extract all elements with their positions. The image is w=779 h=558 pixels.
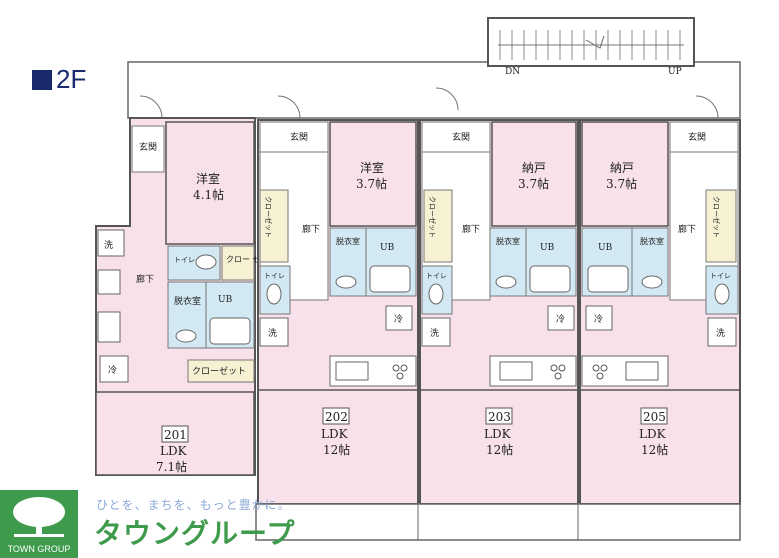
unit-203 — [419, 119, 579, 505]
r202-fridge: 冷 — [394, 313, 403, 325]
r203-size: 12帖 — [486, 442, 513, 457]
stairs-up-label: UP — [668, 67, 682, 77]
r203-toilet: トイレ — [426, 272, 447, 280]
r203-laundry: 洗 — [430, 327, 439, 339]
r201-unit: 201 — [164, 428, 187, 442]
r201-corridor: 廊下 — [136, 273, 154, 285]
r201-bath: UB — [218, 295, 233, 305]
floor-label: 2F — [56, 64, 87, 94]
staircase — [487, 17, 695, 67]
r201-western: 洋室 — [196, 171, 220, 186]
r205-storage: 納戸 — [610, 161, 634, 175]
r203-type: LDK — [484, 427, 512, 441]
r205-toilet: トイレ — [710, 272, 731, 280]
r205-fridge: 冷 — [594, 313, 603, 325]
tree-icon — [13, 497, 65, 537]
r205-bath: UB — [598, 243, 613, 253]
r203-entrance: 玄関 — [452, 131, 470, 143]
unit-202 — [257, 119, 419, 505]
r205-entrance: 玄関 — [688, 131, 706, 143]
r205-corridor: 廊下 — [678, 223, 696, 235]
r202-western-size: 3.7帖 — [356, 176, 387, 191]
floor-marker-icon — [32, 69, 52, 90]
r201-unit-box — [161, 425, 189, 443]
r201-type: LDK — [160, 444, 188, 458]
common-corridor — [127, 61, 741, 119]
r202-laundry: 洗 — [268, 327, 277, 339]
r205-size: 12帖 — [641, 442, 668, 457]
r202-western: 洋室 — [360, 160, 384, 175]
r201-western-size: 4.1帖 — [193, 187, 224, 202]
r203-corridor: 廊下 — [462, 223, 480, 235]
r201-laundry: 洗 — [104, 239, 113, 251]
logo-badge: TOWN GROUP — [0, 490, 78, 558]
brand-name-ja: タウングループ — [94, 517, 296, 550]
r203-unit: 203 — [488, 410, 511, 424]
brand-slogan: ひとを、まちを、もっと豊かに。 — [96, 498, 291, 512]
r202-closet: クローゼット — [264, 196, 273, 238]
r205-laundry: 洗 — [716, 327, 725, 339]
r203-unit-box — [485, 407, 513, 425]
r202-size: 12帖 — [323, 442, 350, 457]
r202-type: LDK — [321, 427, 349, 441]
r203-closet: クローゼット — [428, 196, 437, 238]
r203-washroom: 脱衣室 — [496, 236, 520, 246]
r202-unit-box — [322, 407, 350, 425]
r201-fridge: 冷 — [108, 364, 117, 376]
r205-type: LDK — [639, 427, 667, 441]
company-logo: TOWN GROUP ひとを、まちを、もっと豊かに。 タウングループ — [0, 490, 330, 558]
r205-washroom: 脱衣室 — [640, 236, 664, 246]
r205-unit-box — [640, 407, 668, 425]
r205-unit: 205 — [643, 410, 666, 424]
r201-closet: クローゼット — [192, 365, 246, 377]
r205-storage-size: 3.7帖 — [606, 176, 637, 191]
r202-entrance: 玄関 — [290, 131, 308, 143]
r202-toilet: トイレ — [264, 272, 285, 280]
r203-storage: 納戸 — [522, 161, 546, 175]
brand-name-en: TOWN GROUP — [7, 544, 71, 554]
r201-closet-small: クロー ゼット — [226, 254, 277, 264]
floor-title: 2F — [32, 64, 86, 95]
entrance-doors — [139, 87, 719, 119]
stairs-down-label: DN — [505, 67, 520, 77]
unit-201 — [95, 117, 256, 476]
r202-bath: UB — [380, 243, 395, 253]
r201-toilet: トイレ — [174, 256, 195, 264]
r201-washroom: 脱衣室 — [174, 295, 201, 307]
r205-closet: クローゼット — [712, 196, 721, 238]
r201-size: 7.1帖 — [156, 459, 187, 474]
r203-fridge: 冷 — [556, 313, 565, 325]
r203-storage-size: 3.7帖 — [518, 176, 549, 191]
r202-unit: 202 — [325, 410, 348, 424]
r203-bath: UB — [540, 243, 555, 253]
unit-205 — [579, 119, 741, 505]
r202-corridor: 廊下 — [302, 223, 320, 235]
balcony — [255, 503, 741, 541]
r202-washroom: 脱衣室 — [336, 236, 360, 246]
r201-entrance: 玄関 — [139, 141, 157, 153]
